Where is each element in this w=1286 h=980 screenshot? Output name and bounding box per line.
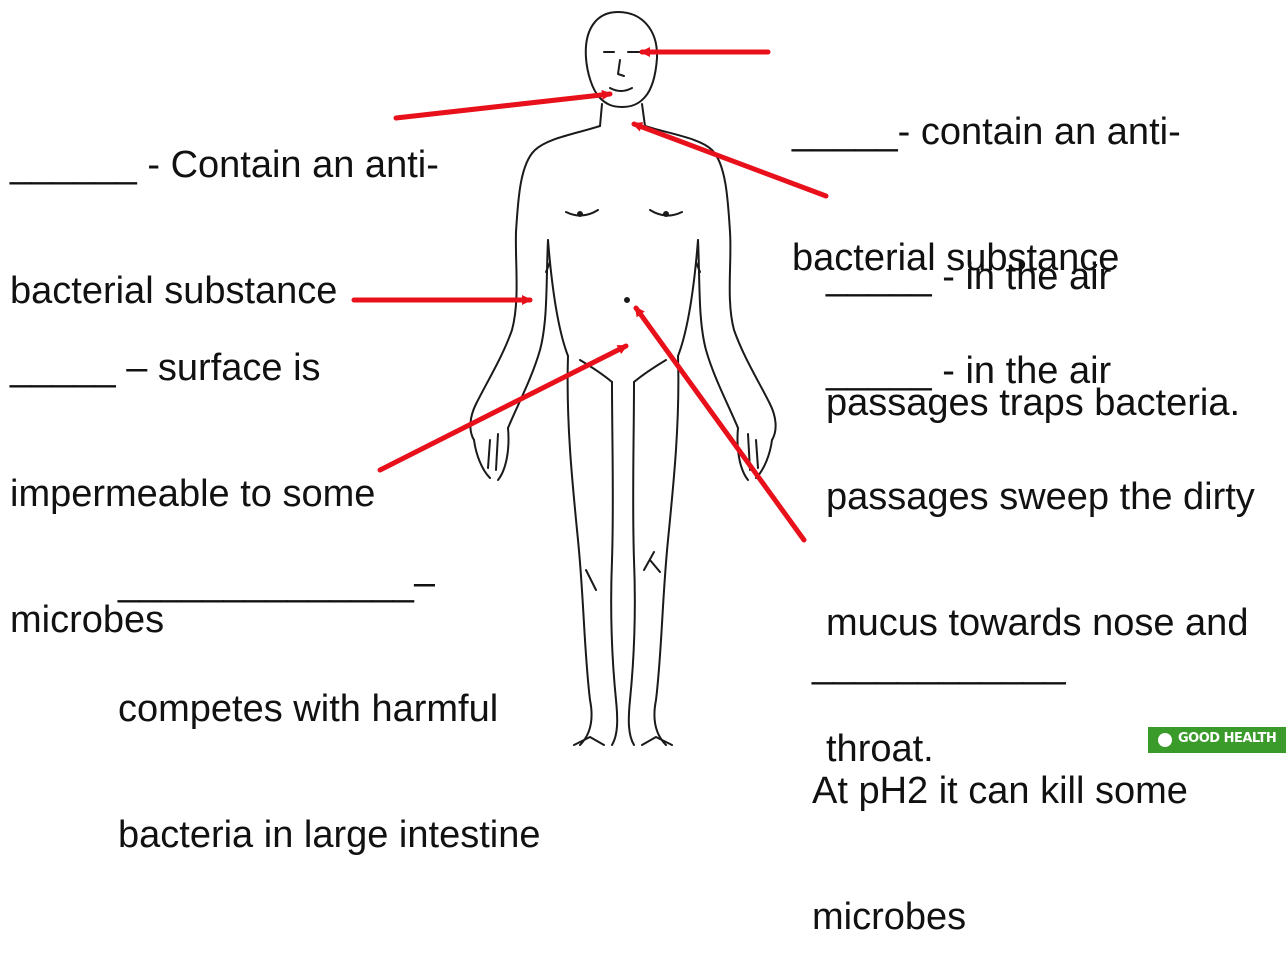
face-features [604, 52, 640, 91]
label-gut-bacteria: ______________– competes with harmful ba… [118, 478, 540, 898]
head [586, 12, 657, 107]
label-stomach-acid: ____________ At pH2 it can kill some mic… [812, 560, 1188, 980]
badge-icon [1158, 733, 1172, 747]
arrow-bacteria [380, 346, 626, 470]
label-tears-line1: _____- contain an anti- [792, 111, 1181, 153]
feet [574, 737, 672, 745]
torso-right [645, 126, 776, 440]
label-gut-bacteria-line2: competes with harmful [118, 688, 540, 730]
hips [548, 240, 698, 356]
arrow-acid [636, 308, 804, 540]
label-cilia-line1: _____ - in the air [826, 350, 1255, 392]
good-health-badge: GOOD HEALTH [1148, 727, 1286, 753]
label-gut-bacteria-line3: bacteria in large intestine [118, 814, 540, 856]
label-stomach-acid-line3: microbes [812, 896, 1188, 938]
label-cilia-line2: passages sweep the dirty [826, 476, 1255, 518]
label-skin-line1: _____ – surface is [10, 347, 375, 389]
knees [586, 552, 660, 590]
right-leg [629, 356, 679, 745]
label-stomach-acid-line1: ____________ [812, 644, 1188, 686]
label-gut-bacteria-line1: ______________– [118, 562, 540, 604]
label-stomach-acid-line2: At pH2 it can kill some [812, 770, 1188, 812]
label-saliva-line1: ______ - Contain an anti- [10, 144, 439, 186]
left-leg [568, 356, 618, 745]
left-hand [474, 428, 509, 480]
badge-text: GOOD HEALTH [1178, 731, 1276, 747]
navel [625, 298, 629, 302]
